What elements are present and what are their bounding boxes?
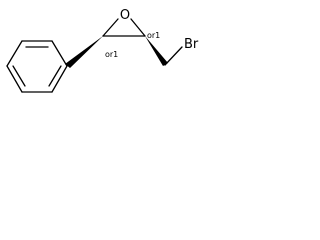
ring-bond [51, 65, 68, 93]
ring-bond [6, 40, 23, 67]
molecule-diagram: O Br or1 or1 [6, 8, 199, 93]
wedge-bond-ch2 [145, 36, 168, 66]
ring-double-bond [12, 65, 26, 87]
oxygen-label: O [120, 8, 130, 23]
ring-bond [51, 40, 68, 67]
ring-bond [6, 65, 23, 93]
stereo-label-left: or1 [105, 50, 118, 59]
epoxide-co-bond-left [102, 18, 119, 37]
stereo-label-right: or1 [147, 31, 160, 40]
bromine-label: Br [184, 37, 199, 52]
benzene-ring [6, 40, 68, 93]
ring-double-bond [48, 65, 62, 87]
c-br-bond [164, 46, 183, 66]
epoxide-co-bond-right [130, 18, 146, 37]
wedge-bond-phenyl [65, 36, 103, 68]
